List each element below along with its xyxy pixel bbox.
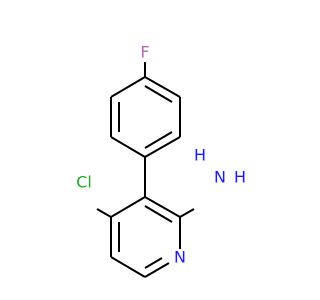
- bond-ring2-inner-2: [144, 257, 163, 269]
- molecule-structure: F Cl H N H N: [76, 43, 246, 278]
- bond-ring1-4: [110, 136, 146, 158]
- amine-n-label: N: [214, 168, 226, 187]
- amine-h-label: H: [194, 146, 206, 165]
- amine-h2-label: H: [234, 168, 246, 187]
- bond-c-cl: [96, 208, 112, 218]
- bond-ring2-inner-1: [144, 205, 173, 223]
- chlorine-label: Cl: [76, 173, 92, 192]
- bond-ring1-3: [144, 136, 181, 158]
- bond-ring2-6: [110, 196, 146, 218]
- bond-ring1-inner-1: [144, 85, 173, 103]
- bond-ring2-4: [110, 256, 146, 278]
- bond-c-nh2: [179, 208, 195, 218]
- bonds: [96, 62, 195, 278]
- bond-ring2-1: [144, 196, 181, 218]
- bond-ring2-3: [144, 262, 170, 278]
- atom-labels: F Cl H N H N: [76, 43, 246, 267]
- bond-ring1-6: [110, 76, 146, 98]
- ring-nitrogen-label: N: [174, 248, 186, 267]
- bond-ring1-1: [144, 76, 181, 98]
- structure-canvas: F Cl H N H N: [76, 42, 247, 278]
- bond-ring1-inner-2: [144, 131, 173, 149]
- fluorine-label: F: [140, 43, 149, 62]
